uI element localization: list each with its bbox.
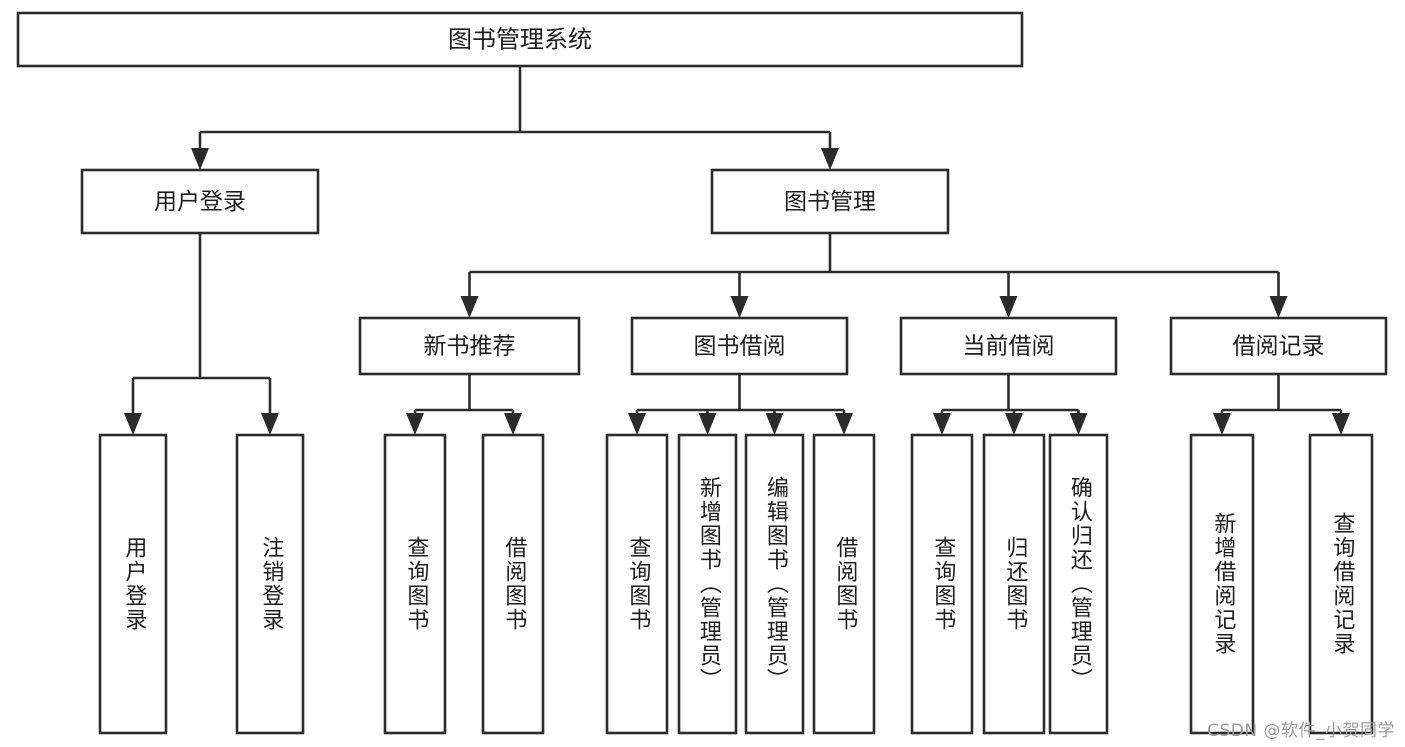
csdn-watermark: CSDN @软件_小贺同学 (1207, 721, 1395, 741)
arrowhead-3-leaf-1 (933, 413, 951, 435)
leaf-node-7-rect (744, 433, 805, 735)
arrowhead-4-leaf-1 (1213, 413, 1231, 435)
level3-node-4-label: 借阅记录 (1233, 334, 1325, 360)
level3-node-2-label: 图书借阅 (694, 334, 786, 360)
level3-node-1-rect (358, 316, 581, 376)
level3-node-3-label: 当前借阅 (963, 334, 1055, 360)
level3-node-2[interactable]: 图书借阅 (630, 316, 849, 376)
leaf-node-10[interactable] (982, 433, 1046, 735)
level2-node-2[interactable]: 图书管理 (710, 168, 950, 235)
leaf-node-4[interactable] (481, 433, 545, 735)
arrowhead-4-leaf-2 (1332, 413, 1350, 435)
arrowhead-user-leaf-1 (124, 413, 142, 435)
leaf-node-7[interactable] (744, 433, 805, 735)
level2-node-1-label: 用户登录 (154, 189, 246, 215)
level2-node-1[interactable]: 用户登录 (80, 168, 320, 235)
arrowhead-level3-2 (730, 296, 749, 318)
level2-node-1-rect (80, 168, 320, 235)
leaf-node-11-rect (1048, 433, 1109, 735)
leaf-node-3[interactable] (383, 433, 447, 735)
leaf-node-10-rect (982, 433, 1046, 735)
arrowhead-2-leaf-2 (698, 413, 717, 435)
arrowhead-level3-3 (999, 296, 1018, 318)
leaf-node-3-rect (383, 433, 447, 735)
leaf-node-9-rect (910, 433, 974, 735)
arrowhead-user-leaf-2 (261, 413, 279, 435)
leaf-node-1[interactable] (98, 433, 168, 735)
leaf-node-2[interactable] (235, 433, 305, 735)
leaf-node-6[interactable] (677, 433, 738, 735)
arrowhead-1-leaf-2 (504, 413, 522, 435)
leaf-node-6-rect (677, 433, 738, 735)
arrowhead-3-leaf-3 (1069, 413, 1088, 435)
arrowhead-2-leaf-1 (628, 413, 646, 435)
arrowhead-level3-4 (1269, 296, 1288, 318)
arrowhead-2-leaf-4 (835, 413, 853, 435)
arrowhead-1-leaf-1 (406, 413, 424, 435)
leaf-node-1-rect (98, 433, 168, 735)
root-node-book-management-system[interactable]: 图书管理系统 (16, 11, 1024, 68)
level3-node-1[interactable]: 新书推荐 (358, 316, 581, 376)
leaf-node-2-rect (235, 433, 305, 735)
leaf-node-12[interactable] (1189, 433, 1255, 735)
level3-node-3-rect (899, 316, 1118, 376)
level2-node-2-label: 图书管理 (784, 189, 876, 215)
leaf-node-5-rect (605, 433, 669, 735)
arrowhead-3-leaf-2 (1005, 413, 1023, 435)
level3-node-1-label: 新书推荐 (424, 334, 516, 360)
root-node-book-management-system-rect (16, 11, 1024, 68)
level3-node-2-rect (630, 316, 849, 376)
leaf-node-4-rect (481, 433, 545, 735)
level3-node-4-rect (1169, 316, 1388, 376)
arrowhead-level3-1 (460, 296, 479, 318)
leaf-node-8-rect (812, 433, 876, 735)
arrowhead-level2-1 (191, 148, 209, 170)
arrowhead-level2-2 (821, 148, 839, 170)
leaf-node-8[interactable] (812, 433, 876, 735)
leaf-node-11[interactable] (1048, 433, 1109, 735)
level3-node-4[interactable]: 借阅记录 (1169, 316, 1388, 376)
leaf-node-13-rect (1308, 433, 1374, 735)
leaf-node-13[interactable] (1308, 433, 1374, 735)
connector-lines (124, 66, 1350, 435)
level3-node-3[interactable]: 当前借阅 (899, 316, 1118, 376)
level2-node-2-rect (710, 168, 950, 235)
leaf-node-9[interactable] (910, 433, 974, 735)
arrowhead-2-leaf-3 (765, 413, 784, 435)
leaf-node-5[interactable] (605, 433, 669, 735)
leaf-node-12-rect (1189, 433, 1255, 735)
root-node-book-management-system-label: 图书管理系统 (448, 26, 592, 54)
